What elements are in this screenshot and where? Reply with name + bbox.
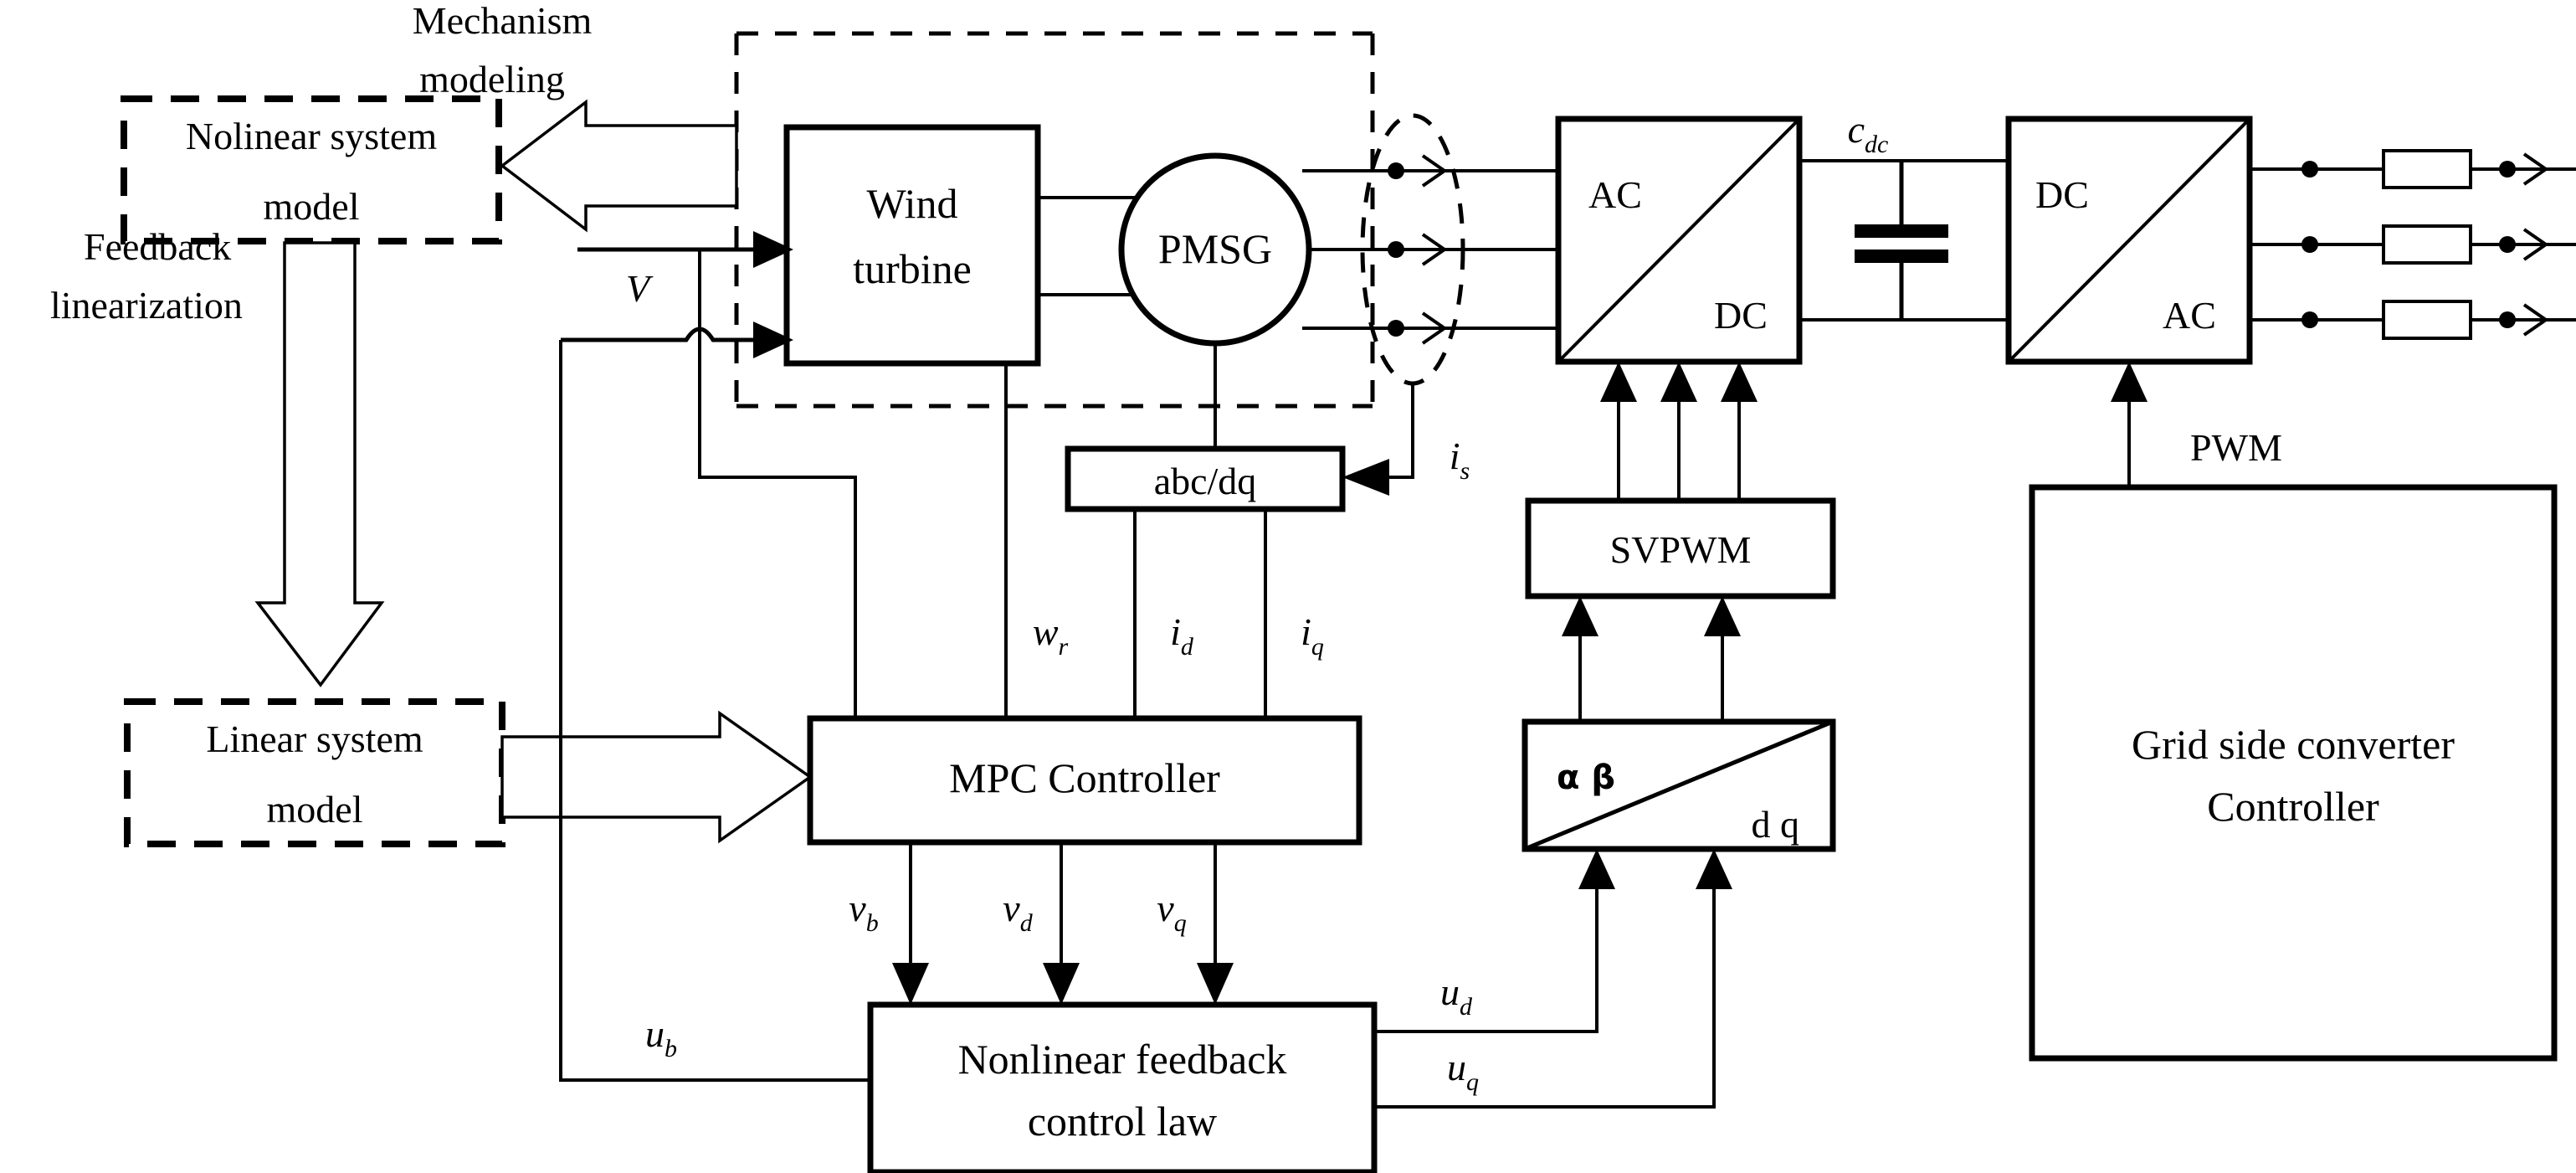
linear-model-to-mpc-arrow	[500, 710, 813, 844]
transform-to-svpwm-arrowhead-1	[1562, 596, 1598, 636]
grid-filter-b	[2382, 224, 2472, 265]
voltage-q-arrowhead	[1197, 963, 1234, 1005]
wind-speed-label: V	[626, 267, 654, 310]
stator-current-arrowhead	[1342, 459, 1389, 496]
nonlinear-system-model-label-line1: Nolinear system	[186, 115, 437, 157]
mpc-controller-label: MPC Controller	[949, 754, 1220, 801]
pwm-arrowhead	[2111, 362, 2148, 402]
sensor-chevron-a	[1421, 154, 1448, 188]
linear-system-model-label-line1: Linear system	[206, 718, 423, 760]
grid-side-controller-block	[2029, 484, 2558, 1062]
grid-chevron-c	[2522, 303, 2549, 337]
control-b-input-arrowhead	[753, 322, 793, 358]
grid-filter-a	[2382, 149, 2472, 189]
feedback-linearization-arrow	[254, 241, 385, 687]
capacitor-plate-top	[1855, 224, 1948, 238]
control-b-input-wire	[561, 327, 753, 342]
grid-side-controller-label-line2: Controller	[2207, 783, 2379, 830]
ac-dc-converter-ac-label: AC	[1588, 173, 1642, 216]
grid-chevron-b	[2522, 228, 2549, 261]
pmsg-label: PMSG	[1158, 225, 1272, 272]
sensor-dot-a	[1388, 162, 1404, 179]
grid-filter-c	[2382, 300, 2472, 340]
sensor-dot-c	[1388, 320, 1404, 337]
abc-dq-label: abc/dq	[1154, 460, 1257, 502]
svpwm-label: SVPWM	[1610, 528, 1752, 571]
grid-dot-c2	[2499, 311, 2516, 328]
mechanism-modeling-arrow	[500, 99, 738, 233]
nonlinear-system-model-box	[121, 95, 502, 244]
grid-chevron-a	[2522, 152, 2549, 186]
wind-turbine-label-line1: Wind	[866, 180, 957, 227]
voltage-d-label: vd	[1003, 887, 1033, 937]
mechanism-modeling-label-line1: Mechanism	[413, 0, 593, 42]
sensor-chevron-c	[1421, 311, 1448, 345]
wind-turbine-block	[783, 124, 1041, 367]
wind-speed-branch-to-mpc	[698, 250, 857, 717]
grid-dot-a2	[2499, 161, 2516, 177]
dc-ac-converter-diagonal	[2007, 117, 2251, 363]
sensor-dot-b	[1388, 241, 1404, 258]
control-q-arrowhead	[1696, 849, 1732, 889]
abc-dq-block	[1065, 445, 1346, 512]
svpwm-gate-arrowhead-2	[1660, 362, 1697, 402]
mechanism-modeling-label-line2: modeling	[419, 58, 565, 100]
nonlinear-system-model-label-line2: model	[264, 185, 360, 228]
svpwm-gate-arrowhead-1	[1600, 362, 1637, 402]
grid-dot-a1	[2301, 161, 2318, 177]
nonlinear-feedback-label-line1: Nonlinear feedback	[958, 1036, 1287, 1083]
svpwm-block	[1525, 497, 1836, 599]
wind-turbine-label-line2: turbine	[853, 245, 972, 292]
feedback-linearization-label-line2: linearization	[50, 284, 243, 327]
grid-side-controller-label-line1: Grid side converter	[2132, 721, 2455, 768]
capacitor-plate-bottom	[1855, 250, 1948, 263]
wind-speed-arrowhead	[753, 231, 793, 268]
voltage-d-arrowhead	[1043, 963, 1080, 1005]
voltage-b-arrowhead	[892, 963, 929, 1005]
sensor-chevron-b	[1421, 233, 1448, 266]
grid-dot-b1	[2301, 236, 2318, 253]
pwm-label: PWM	[2190, 426, 2282, 469]
ac-dc-converter-diagonal	[1557, 117, 1801, 363]
transform-to-svpwm-arrowhead-2	[1704, 596, 1741, 636]
grid-dot-b2	[2499, 236, 2516, 253]
mpc-controller-block	[807, 715, 1362, 846]
alphabeta-label: α β	[1557, 759, 1615, 797]
dc-ac-converter-ac-label: AC	[2163, 294, 2216, 337]
nonlinear-feedback-block	[867, 1001, 1378, 1173]
ac-dc-converter-dc-label: DC	[1714, 294, 1768, 337]
control-b-feedback-wire	[559, 340, 870, 1082]
grid-dot-c1	[2301, 311, 2318, 328]
dq-label: d q	[1752, 803, 1800, 846]
linear-system-model-label-line2: model	[267, 788, 363, 831]
control-d-wire	[1374, 889, 1598, 1033]
control-q-wire	[1374, 889, 1716, 1109]
control-d-arrowhead	[1578, 849, 1615, 889]
dc-ac-converter-dc-label: DC	[2035, 173, 2089, 216]
svpwm-gate-arrowhead-3	[1721, 362, 1758, 402]
nonlinear-feedback-label-line2: control law	[1028, 1098, 1217, 1145]
alphabeta-dq-diagonal	[1524, 719, 1834, 851]
stator-current-wire	[1389, 383, 1414, 479]
feedback-linearization-label-line1: Feedback	[84, 225, 231, 268]
